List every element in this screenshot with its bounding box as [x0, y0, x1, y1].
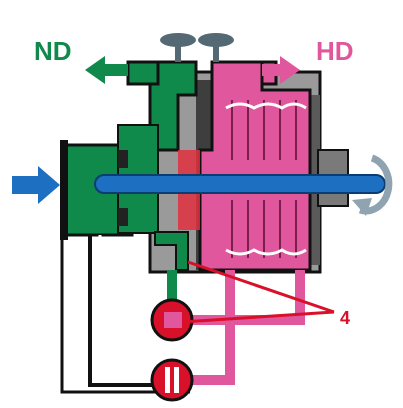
low-pressure-label: ND [34, 36, 72, 66]
control-valve-upper [150, 298, 194, 342]
arrow-left-icon [85, 56, 128, 84]
arrow-right-icon [262, 56, 300, 84]
control-valve-lower [150, 358, 194, 402]
high-pressure-section [198, 60, 312, 272]
valve-handle-left [160, 33, 196, 62]
callout-number: 4 [340, 308, 350, 328]
rotation-arrow-icon [352, 154, 393, 216]
high-pressure-label: HD [316, 36, 354, 66]
valve-handle-right [198, 33, 234, 62]
turbine-shaft [94, 174, 386, 194]
callout-lines [181, 260, 335, 324]
arrow-right-icon [12, 166, 60, 204]
